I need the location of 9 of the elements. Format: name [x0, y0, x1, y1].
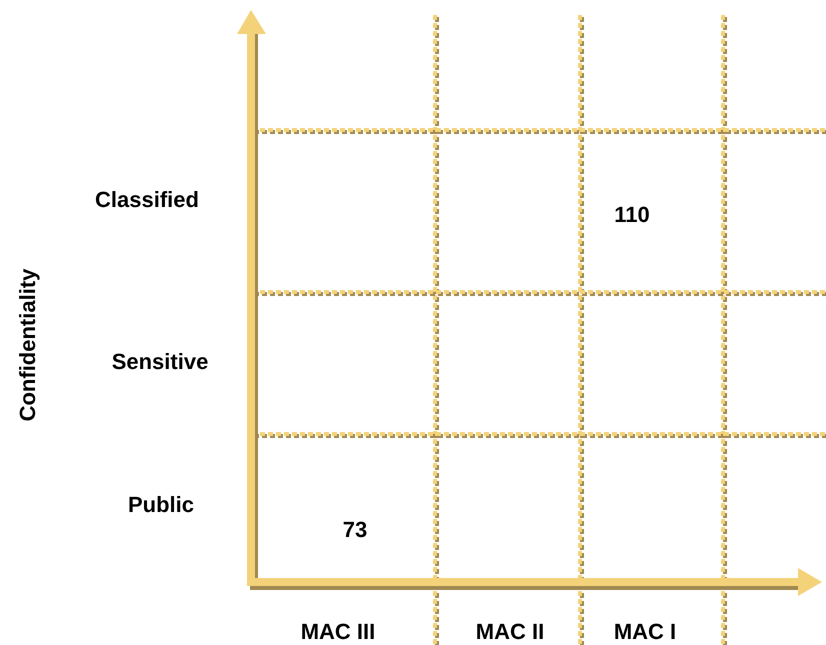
cell-value: 110	[614, 202, 650, 228]
column-label: MAC II	[476, 619, 544, 645]
row-label: Classified	[95, 187, 199, 213]
cell-value: 73	[342, 517, 368, 543]
row-label: Sensitive	[112, 349, 208, 375]
axis-title: Confidentiality	[15, 268, 41, 422]
column-label: MAC I	[614, 619, 676, 645]
row-label: Public	[128, 492, 194, 518]
column-label: MAC III	[300, 619, 376, 645]
